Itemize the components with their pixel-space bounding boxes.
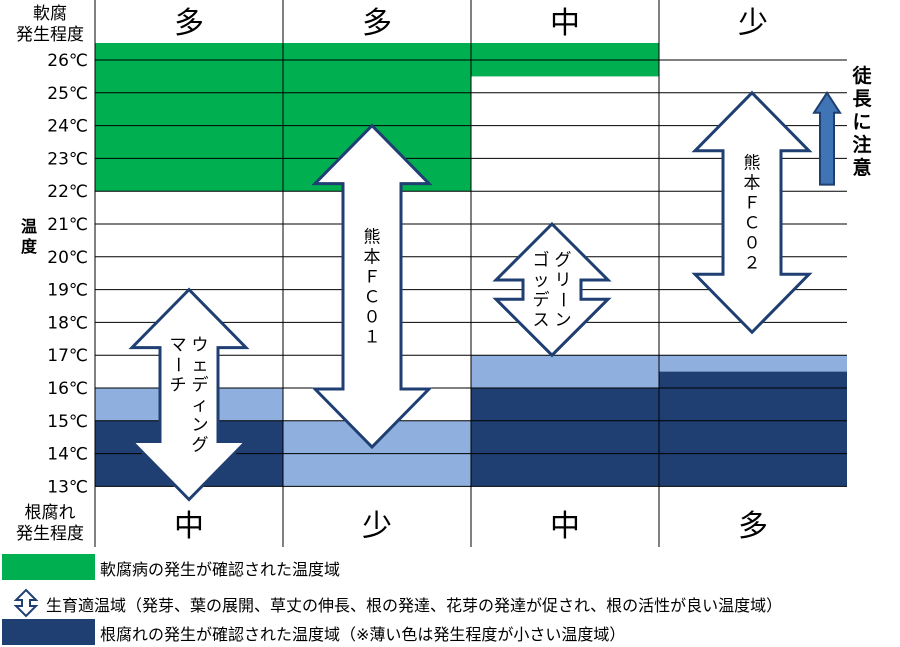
tick-label-14: 14℃ [47, 445, 88, 465]
arrow-label-char: ゴ [533, 250, 550, 271]
arrow-label-char: ー [167, 356, 187, 373]
tick-label-26: 26℃ [47, 51, 88, 71]
bottom-level-col2: 少 [362, 509, 392, 544]
arrow-label-char: グ [555, 251, 572, 271]
arrow-label-char: ッ [533, 271, 550, 291]
legend-growth-text: 生育適温域（発芽、葉の展開、草丈の伸長、根の発達、花芽の発達が促され、根の活性が… [46, 596, 783, 615]
tick-label-15: 15℃ [47, 412, 88, 432]
column-dividers [94, 0, 660, 547]
arrow-label-char: ２ [744, 254, 761, 274]
arrow-label-char: デ [533, 290, 550, 311]
arrow-label-char: ス [533, 311, 550, 331]
bottom-level-col4: 多 [738, 509, 768, 544]
tick-label-19: 19℃ [47, 281, 88, 301]
tick-labels: 26℃ 25℃ 24℃ 23℃ 22℃ 21℃ 20℃ 19℃ 18℃ 17℃ … [47, 51, 88, 497]
root-rot-light-band-col4 [659, 355, 847, 372]
arrow-label-char: １ [364, 327, 381, 347]
arrow-label-char: チ [170, 376, 187, 396]
soft-rot-band-col1 [95, 43, 283, 192]
caution-label-char: に [852, 111, 871, 133]
tick-label-24: 24℃ [47, 117, 88, 137]
axis-label-char1: 温 [20, 217, 37, 236]
temperature-chart: 軟腐 発生程度 根腐れ 発生程度 多 多 中 少 中 少 中 多 温 度 26℃… [16, 0, 872, 547]
caution-label-char: 徒 [851, 64, 872, 87]
arrow-label-char: 熊 [744, 154, 761, 174]
legend-root-rot-swatch [2, 619, 95, 645]
arrow-label-char: Ｃ [744, 214, 761, 234]
arrow-label-char: ウ [192, 336, 209, 356]
arrow-label-char: グ [192, 436, 209, 456]
arrow-label-char: ン [192, 416, 209, 436]
arrow-label-char: ０ [364, 307, 381, 327]
top-level-col3: 中 [550, 6, 580, 41]
caution-label-char: 長 [852, 88, 872, 110]
top-level-col2: 多 [362, 6, 392, 41]
root-rot-light-band-col3 [471, 355, 659, 388]
root-rot-dark-band-col4 [659, 371, 847, 487]
bottom-header-label-line1: 根腐れ [25, 503, 76, 523]
tick-label-16: 16℃ [47, 379, 88, 399]
double-arrow-icon [13, 588, 39, 618]
arrow-label-char: デ [192, 375, 209, 396]
arrow-label-char: ィ [192, 396, 209, 416]
legend-root-rot-text: 根腐れの発生が確認された温度域（※薄い色は発生程度が小さい温度域） [100, 625, 626, 644]
tick-label-22: 22℃ [47, 182, 88, 202]
arrow-label-char: ン [555, 311, 572, 331]
tick-label-25: 25℃ [47, 84, 88, 104]
arrow-label-char: Ｃ [364, 287, 381, 307]
caution-label-char: 注 [852, 133, 871, 156]
bottom-level-col3: 中 [550, 509, 580, 544]
top-level-col1: 多 [174, 6, 204, 41]
tick-label-21: 21℃ [47, 215, 88, 235]
legend-root-rot: 根腐れの発生が確認された温度域（※薄い色は発生程度が小さい温度域） [0, 617, 900, 647]
top-header-label-line2: 発生程度 [16, 25, 84, 45]
bottom-header-label-line2: 発生程度 [16, 524, 84, 544]
caution-up-arrow-icon [812, 90, 842, 186]
arrow-label-char: Ｆ [364, 267, 381, 287]
caution-label-char: 意 [852, 156, 871, 179]
legend-soft-rot-text: 軟腐病の発生が確認された温度域 [100, 560, 341, 579]
arrow-label-char: マ [170, 336, 187, 356]
bottom-level-col1: 中 [174, 509, 204, 544]
top-header-label-line1: 軟腐 [33, 4, 67, 24]
legend-soft-rot-swatch [2, 554, 95, 580]
legend-soft-rot: 軟腐病の発生が確認された温度域 [0, 552, 900, 582]
legend-growth: 生育適温域（発芽、葉の展開、草丈の伸長、根の発達、花芽の発達が促され、根の活性が… [0, 588, 900, 618]
arrow-label-char: ェ [192, 356, 209, 376]
tick-label-17: 17℃ [47, 346, 88, 366]
arrow-label-char: ０ [744, 234, 761, 254]
top-level-col4: 少 [738, 6, 768, 41]
tick-label-13: 13℃ [47, 477, 88, 497]
arrow-label-char: 本 [364, 247, 381, 267]
arrow-label-char: リ [555, 271, 572, 291]
axis-label-char2: 度 [21, 237, 38, 256]
arrow-label-char: 本 [744, 174, 761, 194]
arrow-label-char: 熊 [364, 227, 381, 247]
tick-label-18: 18℃ [47, 313, 88, 333]
tick-label-20: 20℃ [47, 248, 88, 268]
root-rot-dark-band-col3 [471, 388, 659, 487]
arrow-label-char: ー [552, 291, 572, 308]
tick-label-23: 23℃ [47, 149, 88, 169]
arrow-label-char: Ｆ [744, 194, 761, 214]
